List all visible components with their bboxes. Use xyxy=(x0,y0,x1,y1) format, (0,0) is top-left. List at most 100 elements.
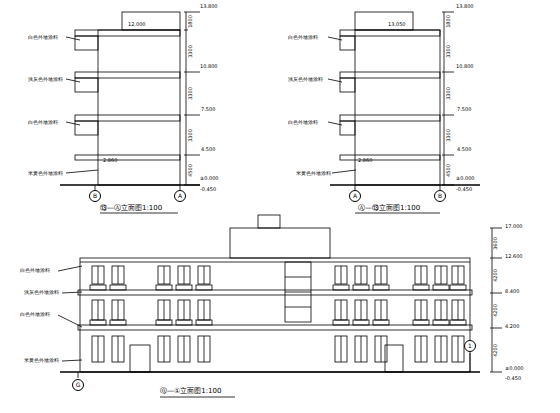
window xyxy=(92,336,104,362)
window xyxy=(452,336,464,362)
level: 7.500 xyxy=(457,107,471,112)
material-note: 浅灰色外墙涂料 xyxy=(28,77,63,82)
window-mullion xyxy=(184,266,185,284)
level: 4.200 xyxy=(505,324,519,329)
balcony-railing xyxy=(90,285,106,290)
level: ±0.000 xyxy=(456,176,475,181)
level: 10.800 xyxy=(200,64,218,69)
balcony-railing xyxy=(433,285,449,290)
window xyxy=(112,336,124,362)
material-note: 米黄色外墙涂料 xyxy=(296,171,331,176)
dimension: 3300 xyxy=(187,129,192,142)
axis-letter: A xyxy=(353,193,357,199)
material-note: 白色外墙涂料 xyxy=(20,312,50,317)
dimension: 4200 xyxy=(492,304,497,317)
axis-bubble: B xyxy=(434,190,446,202)
window xyxy=(355,300,367,320)
level: 12.000 xyxy=(128,22,146,27)
level: -0.450 xyxy=(505,376,521,381)
window-mullion xyxy=(441,266,442,284)
view-title: ⑬—Ⓐ立面图1:100 xyxy=(100,205,162,212)
window-mullion xyxy=(184,300,185,320)
side-elevation-right xyxy=(328,12,480,213)
dimension: 3300 xyxy=(445,129,450,142)
balcony-railing xyxy=(450,285,466,290)
window xyxy=(375,336,387,362)
balcony-railing xyxy=(196,320,212,325)
balcony-railing xyxy=(110,285,126,290)
level: 13.800 xyxy=(456,4,474,9)
window-mullion xyxy=(421,266,422,284)
material-note: 米黄色外墙涂料 xyxy=(24,358,59,363)
axis-bubble: A xyxy=(349,190,361,202)
window xyxy=(375,300,387,320)
material-note: 米黄色外墙涂料 xyxy=(28,171,63,176)
balcony-railing xyxy=(156,285,172,290)
window xyxy=(92,266,104,284)
window-mullion xyxy=(184,336,185,362)
window xyxy=(335,266,347,284)
material-note: 白色外墙涂料 xyxy=(288,120,318,125)
window-mullion xyxy=(204,336,205,362)
level: ±0.000 xyxy=(200,176,219,181)
window-mullion xyxy=(458,266,459,284)
balcony-railing xyxy=(373,320,389,325)
balcony-railing xyxy=(333,285,349,290)
dimension: 1800 xyxy=(187,15,192,28)
window xyxy=(355,336,367,362)
window-mullion xyxy=(164,300,165,320)
window xyxy=(112,266,124,284)
balcony-railing xyxy=(413,320,429,325)
window-mullion xyxy=(341,300,342,320)
window xyxy=(158,300,170,320)
window-mullion xyxy=(361,300,362,320)
material-note: 白色外墙涂料 xyxy=(20,268,50,273)
window-mullion xyxy=(421,336,422,362)
dimension: 3300 xyxy=(445,87,450,100)
window-mullion xyxy=(441,336,442,362)
axis-letter: B xyxy=(93,193,97,199)
window-mullion xyxy=(118,266,119,284)
material-note: 白色外墙涂料 xyxy=(28,120,58,125)
balcony-railing xyxy=(333,320,349,325)
dimension: 4200 xyxy=(492,344,497,357)
window xyxy=(375,266,387,284)
window xyxy=(178,266,190,284)
level: 13.050 xyxy=(388,22,406,27)
dimension: 4500 xyxy=(445,164,450,177)
dimension: 3300 xyxy=(445,45,450,58)
level: 10.800 xyxy=(456,64,474,69)
balcony-railing xyxy=(373,285,389,290)
window xyxy=(198,336,210,362)
balcony-railing xyxy=(353,285,369,290)
window xyxy=(198,300,210,320)
balcony-railing xyxy=(90,320,106,325)
window-mullion xyxy=(118,300,119,320)
window xyxy=(335,336,347,362)
window-mullion xyxy=(341,266,342,284)
window xyxy=(158,336,170,362)
window-mullion xyxy=(381,266,382,284)
window-mullion xyxy=(164,266,165,284)
axis-bubble: 1 xyxy=(464,340,476,352)
window-mullion xyxy=(98,336,99,362)
dimension: 3600 xyxy=(492,237,497,250)
window xyxy=(452,266,464,284)
window-mullion xyxy=(421,300,422,320)
level: 2.860 xyxy=(358,158,372,163)
window-mullion xyxy=(361,266,362,284)
window xyxy=(355,266,367,284)
level: 2.860 xyxy=(103,158,117,163)
window xyxy=(178,336,190,362)
view-title: Ⓖ—①立面图1:100 xyxy=(160,388,221,395)
level: 7.500 xyxy=(201,107,215,112)
level: 4.500 xyxy=(201,147,215,152)
window xyxy=(435,266,447,284)
window-mullion xyxy=(98,300,99,320)
level: 4.500 xyxy=(457,147,471,152)
window xyxy=(415,336,427,362)
window xyxy=(92,300,104,320)
balcony-railing xyxy=(433,320,449,325)
dimension: 3300 xyxy=(187,87,192,100)
dimension: 3300 xyxy=(187,45,192,58)
